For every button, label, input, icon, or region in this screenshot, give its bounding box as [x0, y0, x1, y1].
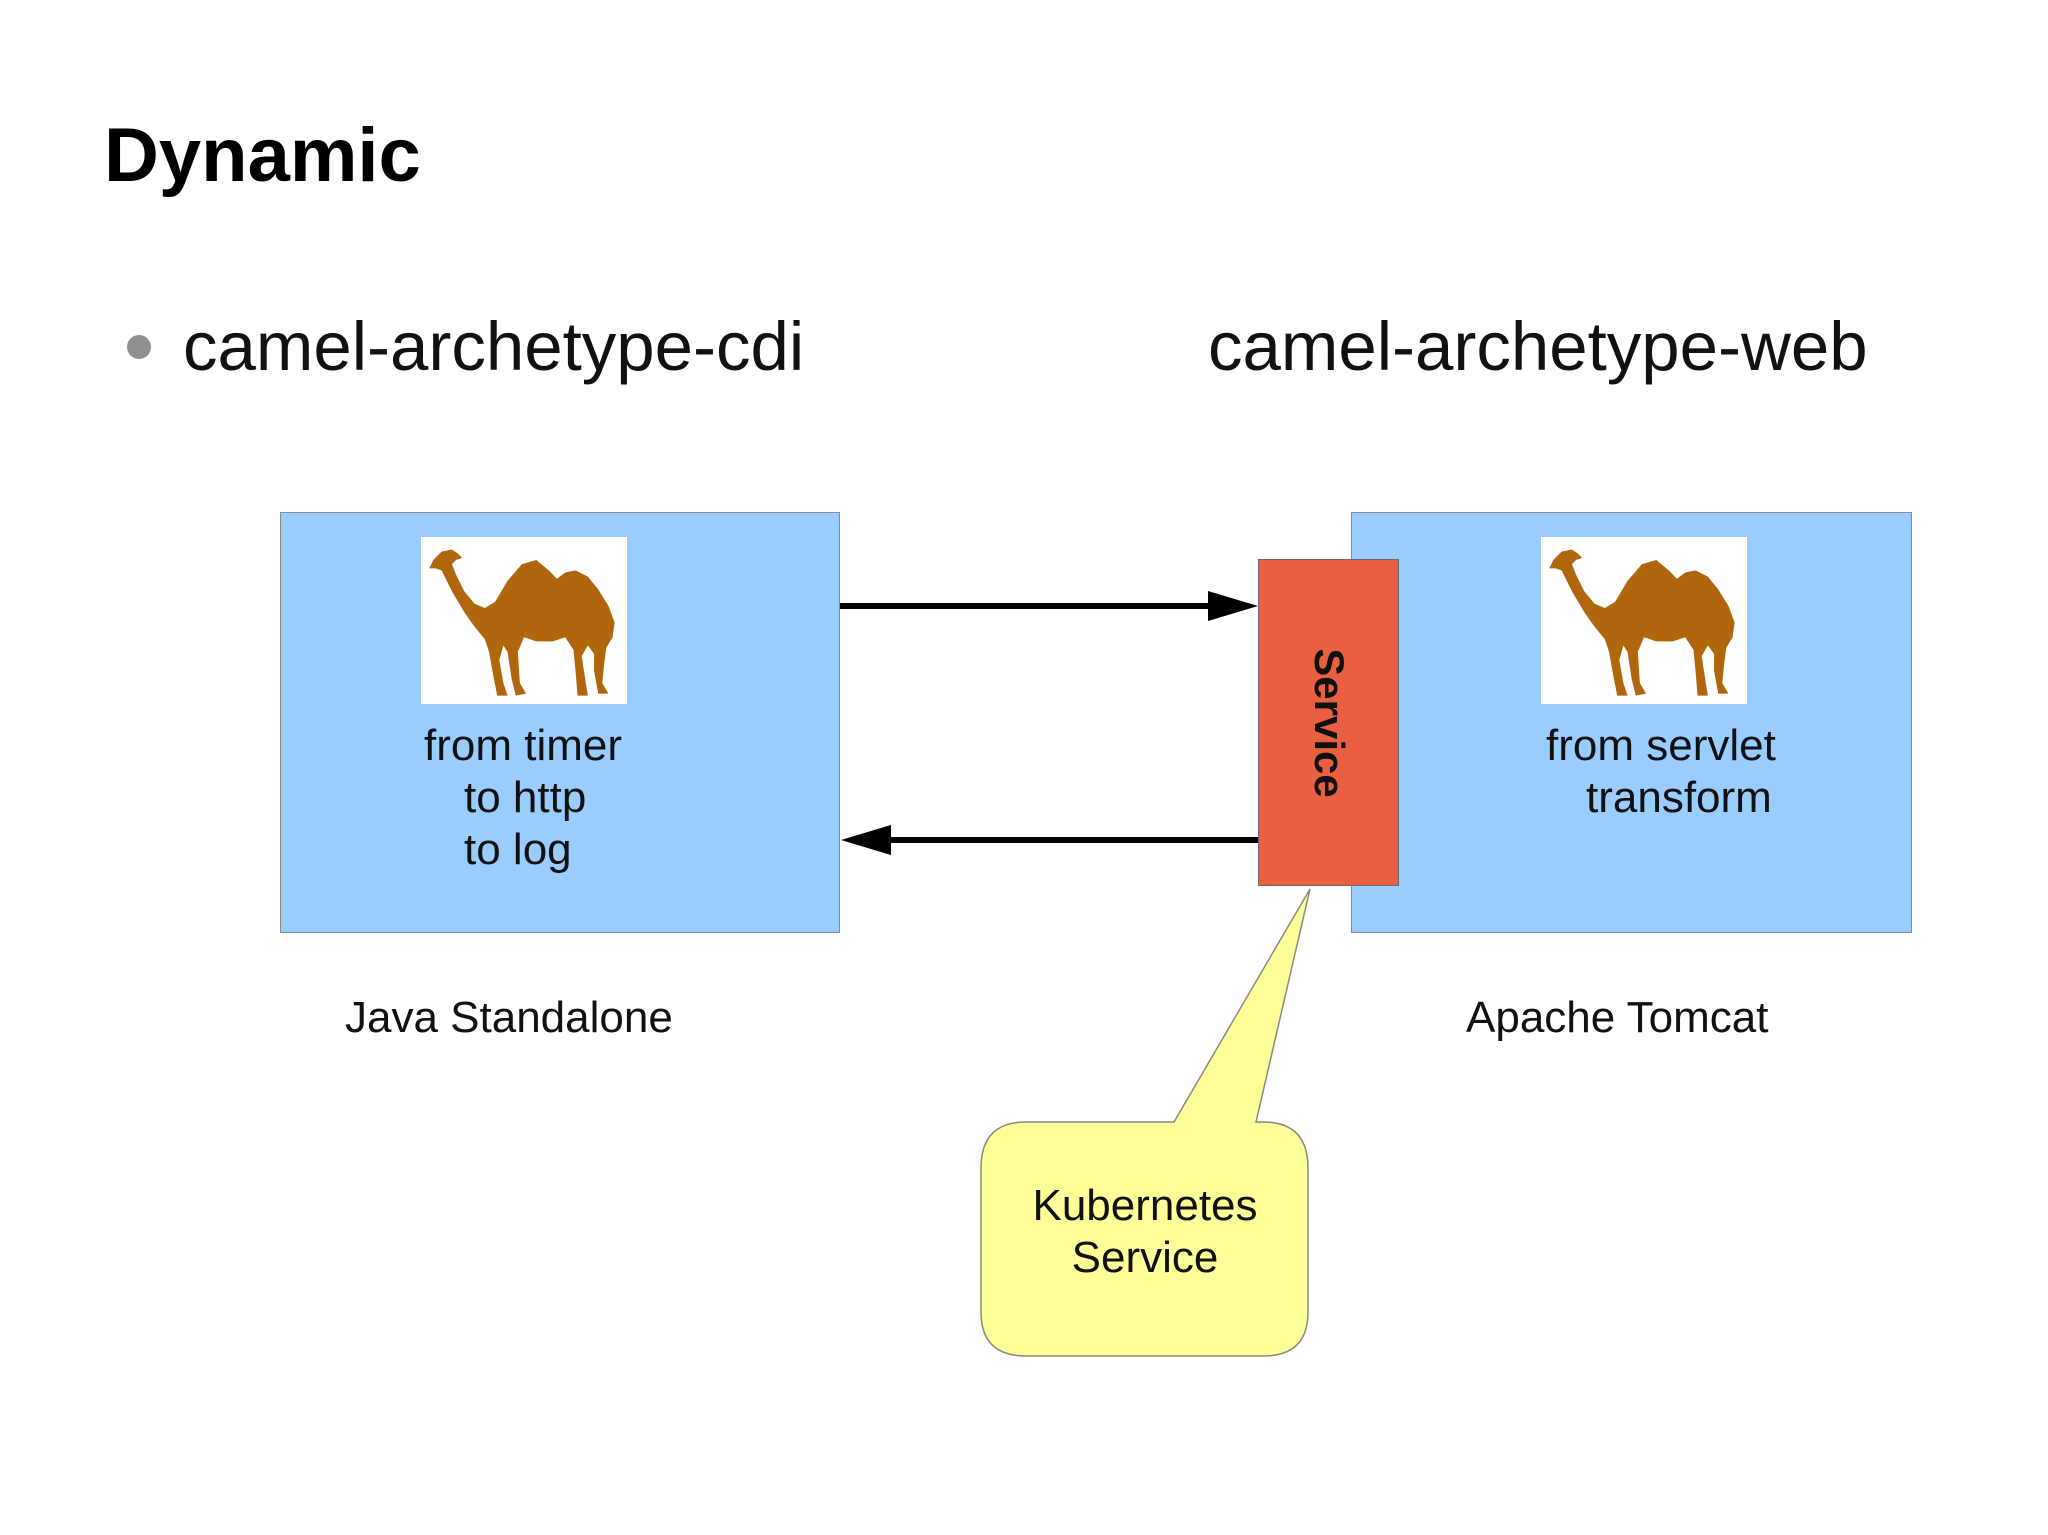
left-route-line-2: to http — [464, 773, 587, 822]
left-route-line-3: to log — [464, 825, 572, 874]
arrow-head-to-service — [1208, 591, 1258, 621]
apache-tomcat-caption: Apache Tomcat — [1466, 993, 1769, 1042]
heading-camel-archetype-web: camel-archetype-web — [1208, 308, 1868, 385]
bullet-dot-icon — [127, 335, 151, 359]
camel-icon — [421, 537, 627, 704]
service-label: Service — [1305, 647, 1353, 798]
java-standalone-caption: Java Standalone — [345, 993, 673, 1042]
right-route-line-2: transform — [1586, 773, 1772, 822]
right-route-line-1: from servlet — [1546, 721, 1776, 770]
kubernetes-service-callout — [980, 888, 1311, 1357]
callout-text: Kubernetes Service — [980, 1180, 1310, 1284]
left-route-line-1: from timer — [424, 721, 622, 770]
service-box: Service — [1258, 559, 1399, 886]
callout-line-2: Service — [1071, 1233, 1219, 1282]
heading-camel-archetype-cdi: camel-archetype-cdi — [183, 308, 805, 385]
camel-icon — [1541, 537, 1747, 704]
arrow-head-to-left-box — [841, 825, 891, 855]
callout-line-1: Kubernetes — [1032, 1181, 1258, 1230]
slide-title: Dynamic — [104, 113, 421, 198]
